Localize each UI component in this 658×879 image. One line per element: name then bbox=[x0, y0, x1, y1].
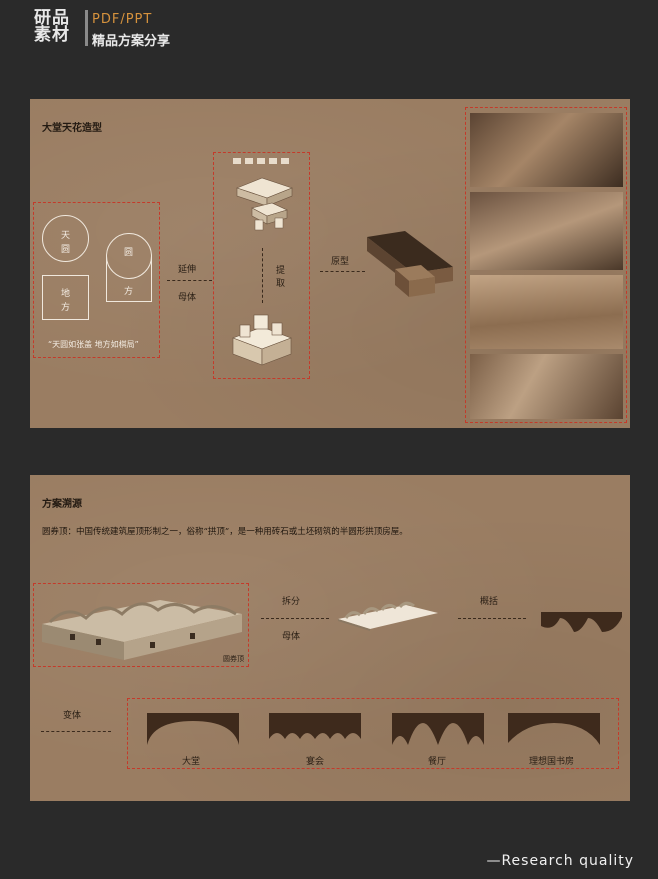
reference-photo-3 bbox=[470, 275, 623, 349]
panel-title: 大堂天花造型 bbox=[42, 123, 102, 134]
concept-box: 天 圆 地 方 圆 方 “天圆如张盖 地方如棋局” bbox=[33, 202, 160, 358]
vault-photo-box: 圆券顶 bbox=[33, 583, 249, 667]
restaurant-label: 餐厅 bbox=[428, 757, 447, 767]
prototype-label: 原型 bbox=[331, 257, 350, 267]
earth-square: 地 方 bbox=[42, 275, 89, 320]
tag-5 bbox=[281, 158, 289, 164]
prototype-arrow bbox=[320, 271, 365, 272]
brand-line1: 研品 bbox=[34, 8, 70, 28]
vault-description: 圆券顶：中国传统建筑屋顶形制之一，俗称“拱顶”，是一种用砖石或土坯砌筑的半圆形拱… bbox=[42, 527, 408, 537]
lobby-arch bbox=[147, 713, 239, 745]
brand-tagline: 精品方案分享 bbox=[92, 34, 171, 49]
library-label: 理想国书房 bbox=[529, 757, 575, 767]
brand-line2: 素材 bbox=[34, 25, 70, 45]
matrix-label: 母体 bbox=[178, 293, 197, 303]
ceiling-block-model bbox=[232, 314, 292, 366]
matrix-label-2: 母体 bbox=[282, 632, 301, 642]
ceiling-exploded-model bbox=[233, 158, 293, 231]
ceiling-design-panel: 大堂天花造型 天 圆 地 方 圆 方 “天圆如张盖 地方如棋局” 延伸 母体 bbox=[30, 99, 630, 428]
tag-3 bbox=[257, 158, 265, 164]
tag-4 bbox=[269, 158, 277, 164]
extend-arrow bbox=[167, 280, 212, 281]
reference-photos-box bbox=[465, 107, 627, 423]
extract-label: 提取 bbox=[276, 266, 286, 289]
structure-box: 提取 bbox=[213, 152, 310, 379]
library-arch bbox=[508, 713, 600, 745]
extract-arrow bbox=[262, 248, 263, 303]
brand-logo: 研品 素材 bbox=[34, 10, 74, 44]
reference-photo-4 bbox=[470, 354, 623, 419]
circle-over-square-square: 方 bbox=[106, 256, 152, 302]
heaven-circle-label1: 天 bbox=[61, 231, 71, 241]
vault-photo-caption: 圆券顶 bbox=[223, 655, 244, 663]
arch-profile bbox=[541, 612, 622, 632]
split-arrow bbox=[261, 618, 329, 619]
heaven-circle: 天 圆 bbox=[42, 215, 89, 262]
circle-label: 圆 bbox=[124, 248, 134, 258]
banquet-arch bbox=[269, 713, 361, 739]
scheme-origin-panel: 方案溯源 圆券顶：中国传统建筑屋顶形制之一，俗称“拱顶”，是一种用砖石或土坯砌筑… bbox=[30, 475, 630, 801]
vault-model bbox=[338, 601, 438, 631]
earth-square-label1: 地 bbox=[61, 289, 71, 299]
tag-1 bbox=[233, 158, 241, 164]
summary-label: 概括 bbox=[480, 597, 499, 607]
concept-quote: “天圆如张盖 地方如棋局” bbox=[48, 340, 139, 349]
summary-arrow bbox=[458, 618, 526, 619]
heaven-circle-label2: 圆 bbox=[61, 245, 71, 255]
banquet-label: 宴会 bbox=[306, 757, 325, 767]
reference-photo-1 bbox=[470, 113, 623, 187]
footer-tagline: —Research quality bbox=[486, 853, 634, 869]
square-label: 方 bbox=[124, 287, 134, 297]
beam-prototype bbox=[367, 231, 453, 297]
variants-box: 大堂 宴会 餐厅 理想国书房 bbox=[127, 698, 619, 769]
vault-house-photo bbox=[42, 600, 242, 660]
brand-tagline-format: PDF/PPT bbox=[92, 12, 153, 27]
tag-2 bbox=[245, 158, 253, 164]
restaurant-arch bbox=[392, 713, 484, 745]
extend-label: 延伸 bbox=[178, 265, 197, 275]
lobby-label: 大堂 bbox=[182, 757, 201, 767]
earth-square-label2: 方 bbox=[61, 303, 71, 313]
split-label: 拆分 bbox=[282, 597, 301, 607]
brand-divider bbox=[85, 10, 88, 46]
variant-label: 变体 bbox=[63, 711, 82, 721]
variant-arrow bbox=[41, 731, 111, 732]
reference-photo-2 bbox=[470, 192, 623, 270]
panel-title: 方案溯源 bbox=[42, 499, 82, 510]
